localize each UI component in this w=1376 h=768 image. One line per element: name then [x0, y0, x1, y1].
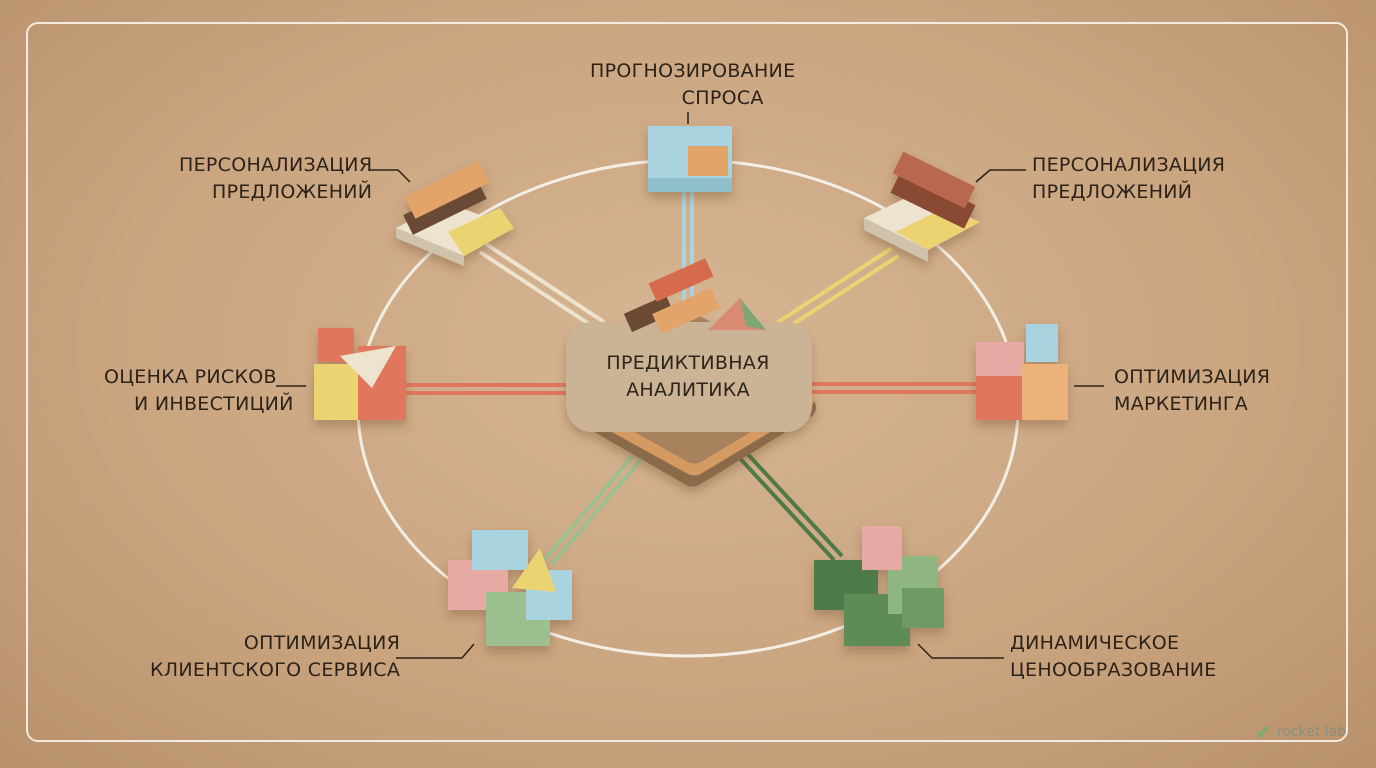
spoke-left: [404, 383, 570, 395]
leader-lines: [276, 112, 1104, 659]
node-left-blocks: [314, 328, 406, 420]
node-bottom-left-line2: КЛИЕНТСКОГО СЕРВИСА: [150, 659, 401, 681]
brand-name: rocket lab: [1276, 724, 1346, 740]
node-bottom-left-line1: ОПТИМИЗАЦИЯ: [243, 632, 401, 654]
node-bottom-right-line1: ДИНАМИЧЕСКОЕ: [1010, 632, 1180, 654]
spoke-top-left: [478, 242, 606, 332]
node-right-blocks: [976, 324, 1068, 420]
node-bottom-left-blocks: [448, 530, 572, 646]
node-top-right-line2: ПРЕДЛОЖЕНИЙ: [1032, 181, 1193, 203]
node-right-line2: МАРКЕТИНГА: [1114, 393, 1249, 415]
spoke-right: [806, 382, 976, 394]
brand-watermark: rocket lab: [1255, 724, 1346, 740]
node-left-line2: И ИНВЕСТИЦИЙ: [134, 393, 294, 415]
node-top-left-line1: ПЕРСОНАЛИЗАЦИЯ: [179, 154, 373, 176]
center-title: ПРЕДИКТИВНАЯ АНАЛИТИКА: [588, 350, 788, 404]
node-top-line2: СПРОСА: [681, 87, 764, 109]
spoke-top-right: [770, 246, 900, 336]
node-top-right-line1: ПЕРСОНАЛИЗАЦИЯ: [1032, 154, 1226, 176]
rocket-icon: [1257, 725, 1270, 738]
center-title-line1: ПРЕДИКТИВНАЯ: [606, 352, 770, 374]
center-wafer-blocks: [623, 258, 766, 335]
node-top-left-line2: ПРЕДЛОЖЕНИЙ: [212, 181, 373, 203]
node-bottom-right-line2: ЦЕНООБРАЗОВАНИЕ: [1010, 659, 1217, 681]
node-top-left-label: ПЕРСОНАЛИЗАЦИЯ ПРЕДЛОЖЕНИЙ: [178, 152, 372, 206]
node-bottom-right-blocks: [814, 526, 944, 646]
node-bottom-right-label: ДИНАМИЧЕСКОЕ ЦЕНООБРАЗОВАНИЕ: [1010, 630, 1217, 684]
node-top-line1: ПРОГНОЗИРОВАНИЕ: [590, 60, 796, 82]
node-left-line1: ОЦЕНКА РИСКОВ: [104, 366, 277, 388]
node-top-label: ПРОГНОЗИРОВАНИЕ СПРОСА: [590, 58, 795, 112]
node-top-blocks: [648, 126, 732, 192]
node-top-right-blocks: [864, 151, 980, 262]
node-right-label: ОПТИМИЗАЦИЯ МАРКЕТИНГА: [1114, 364, 1270, 418]
outer-frame: [26, 22, 1348, 742]
node-right-line1: ОПТИМИЗАЦИЯ: [1114, 366, 1271, 388]
node-top-left-blocks: [396, 161, 514, 266]
node-bottom-left-label: ОПТИМИЗАЦИЯ КЛИЕНТСКОГО СЕРВИСА: [150, 630, 400, 684]
center-title-line2: АНАЛИТИКА: [626, 379, 750, 401]
node-top-right-label: ПЕРСОНАЛИЗАЦИЯ ПРЕДЛОЖЕНИЙ: [1032, 152, 1225, 206]
center-hub: [566, 316, 816, 487]
node-left-label: ОЦЕНКА РИСКОВ И ИНВЕСТИЦИЙ: [104, 364, 294, 418]
spoke-top: [682, 190, 694, 330]
spoke-bottom-left: [542, 450, 646, 566]
spoke-bottom-right: [732, 446, 844, 562]
